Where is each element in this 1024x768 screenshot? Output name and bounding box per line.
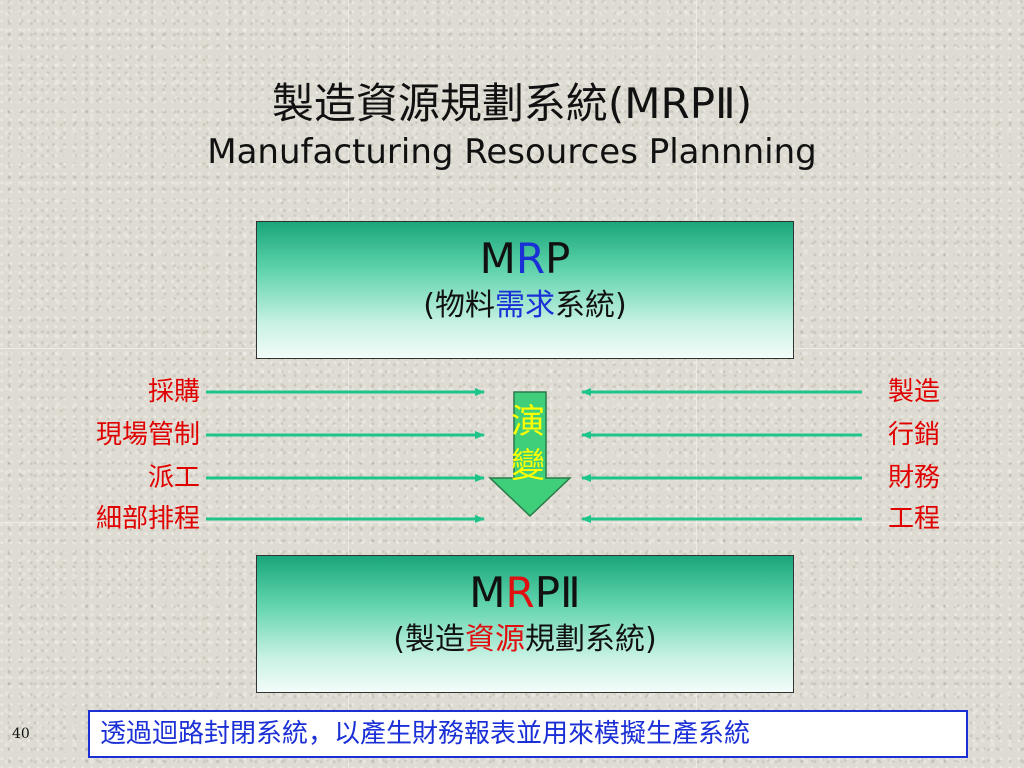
title-english: Manufacturing Resources Plannning [207, 132, 817, 172]
mrp-code-prefix: M [479, 234, 516, 283]
mrp2-desc-suffix: 規劃系統) [525, 622, 657, 657]
mrp-code-accent: R [515, 234, 546, 283]
mrp2-code-accent: R [505, 568, 535, 617]
right-input-label: 工程 [888, 504, 941, 534]
mrp-code-suffix: P [545, 234, 571, 283]
left-input-label: 派工 [147, 463, 200, 493]
title-chinese: 製造資源規劃系統(MRPⅡ) [271, 79, 753, 128]
mrp-desc-suffix: 系統) [555, 288, 627, 323]
mrp2-box: MRPⅡ (製造資源規劃系統) [256, 555, 794, 693]
page-number: 40 [12, 726, 30, 742]
mrp-box: MRP (物料需求系統) [256, 221, 794, 359]
evolution-label-1: 演 [511, 402, 545, 442]
mrp-desc-accent: 需求 [495, 288, 555, 323]
mrp2-desc-prefix: (製造 [393, 622, 465, 657]
left-input-label: 採購 [147, 377, 200, 407]
evolution-label-2: 變 [511, 446, 545, 486]
mrp-desc-prefix: (物料 [423, 288, 495, 323]
mrp2-code-prefix: M [469, 568, 506, 617]
mrp-description: (物料需求系統) [257, 286, 793, 326]
right-input-label: 製造 [888, 377, 941, 407]
background-tile-line [696, 0, 697, 768]
mrp-code: MRP [257, 234, 793, 284]
right-input-label: 財務 [888, 463, 941, 493]
slide-title: 製造資源規劃系統(MRPⅡ) Manufacturing Resources P… [0, 78, 1024, 174]
right-input-label: 行銷 [888, 420, 941, 450]
background-tile-line [348, 0, 349, 768]
mrp2-description: (製造資源規劃系統) [257, 620, 793, 660]
background-tile-line [0, 522, 1024, 523]
mrp2-desc-accent: 資源 [465, 622, 525, 657]
note-box: 透過迴路封閉系統，以產生財務報表並用來模擬生產系統 [88, 710, 968, 758]
left-input-label: 細部排程 [95, 504, 200, 534]
left-input-label: 現場管制 [95, 420, 200, 450]
mrp2-code-suffix: PⅡ [534, 568, 581, 617]
evolution-down-arrow [488, 391, 572, 518]
mrp2-code: MRPⅡ [257, 568, 793, 618]
